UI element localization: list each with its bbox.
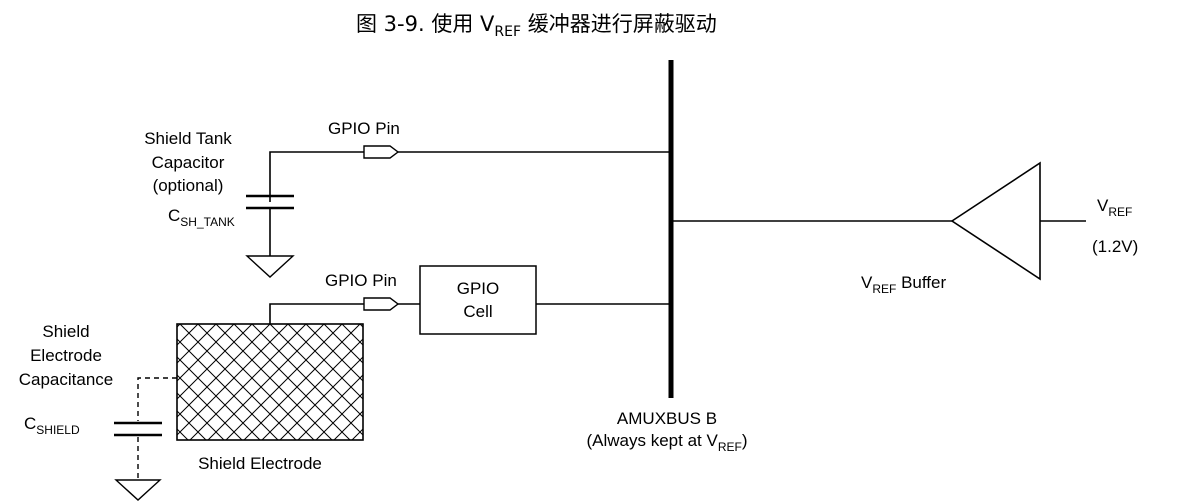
gpio-pin-bottom-icon (363, 297, 400, 311)
amuxbus-label-2: (Always kept at VREF) (587, 431, 748, 454)
shield-cap-label-2: Electrode (30, 346, 102, 365)
gpio-cell-box (419, 265, 537, 335)
shield-electrode-branch (114, 265, 669, 501)
gpio-cell-label-1: GPIO (457, 279, 500, 298)
vref-value-label: (1.2V) (1092, 237, 1138, 256)
tank-cap-label-2: Capacitor (152, 153, 225, 172)
shield-electrode-block (176, 323, 364, 441)
tank-cap-label-1: Shield Tank (144, 129, 232, 148)
gpio-pin-top-icon (363, 145, 400, 159)
gpio-pin-bottom-label: GPIO Pin (325, 271, 397, 290)
shield-cap-dashed-wire (137, 377, 177, 421)
gpio-pin-top-label: GPIO Pin (328, 119, 400, 138)
ground-icon (114, 479, 162, 501)
shield-tank-branch (245, 145, 669, 278)
shield-cap-label-1: Shield (42, 322, 89, 341)
amuxbus-label-1: AMUXBUS B (617, 409, 717, 428)
vref-buffer-label: VREF Buffer (861, 273, 946, 296)
vref-buffer-branch (673, 161, 1086, 281)
c-sh-tank-label: CSH_TANK (168, 206, 235, 229)
ground-icon (245, 255, 295, 278)
figure-title: 图 3-9. 使用 VREF 缓冲器进行屏蔽驱动 (356, 12, 717, 40)
gpio-cell-label-2: Cell (463, 302, 492, 321)
c-shield-label: CSHIELD (24, 414, 80, 437)
vref-label: VREF (1097, 196, 1132, 219)
shield-electrode-label: Shield Electrode (198, 454, 322, 473)
tank-cap-label-3: (optional) (153, 176, 224, 195)
shield-cap-label-3: Capacitance (19, 370, 114, 389)
buffer-triangle-icon (950, 161, 1041, 281)
tank-wire (269, 151, 364, 202)
electrode-wire (269, 303, 364, 324)
